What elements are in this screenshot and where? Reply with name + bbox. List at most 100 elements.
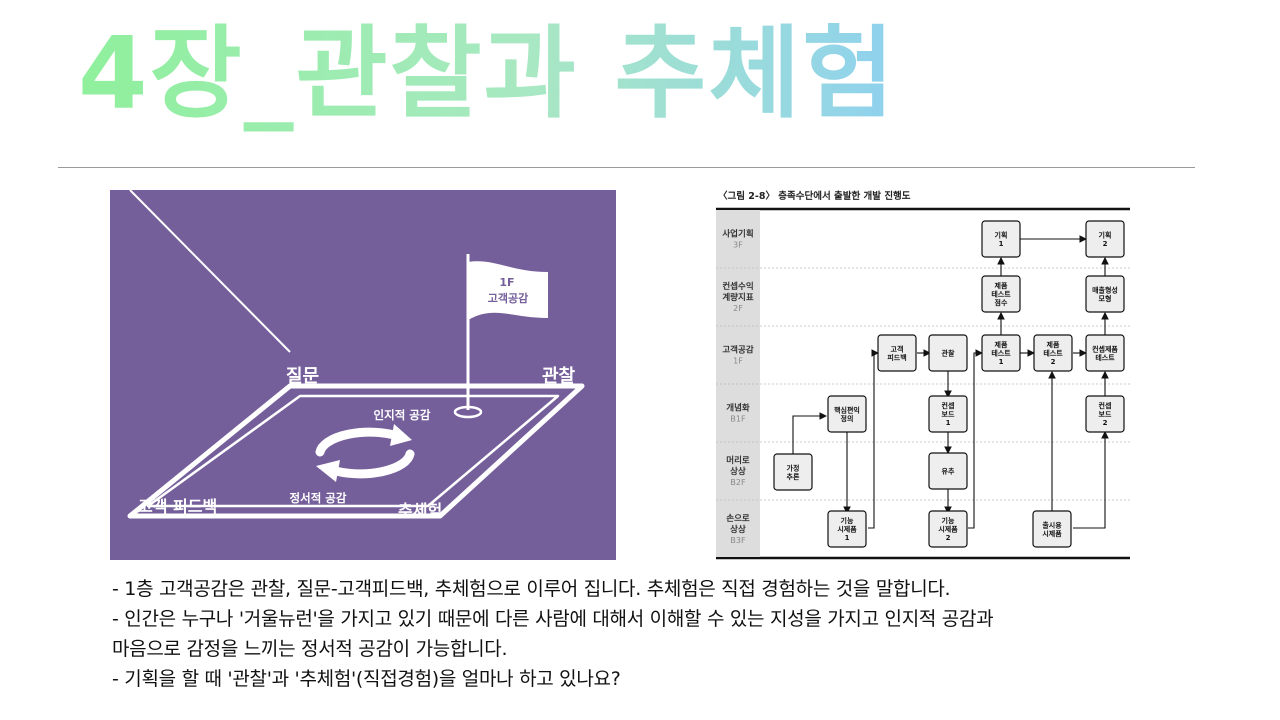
- title-divider: [58, 167, 1195, 168]
- box-product-test2-line-0: 제품: [1047, 340, 1060, 349]
- box-concept-board2-line-1: 보드: [1099, 411, 1112, 419]
- lane-label-column: [716, 210, 760, 557]
- box-concept-board2-line-0: 컨셉: [1099, 401, 1112, 410]
- lane-floor-5: B3F: [730, 536, 746, 545]
- box-sales-model-line-0: 매출형성: [1092, 285, 1118, 294]
- box-plan2-line-1: 2: [1103, 240, 1108, 248]
- box-concept-board1-line-1: 보드: [942, 411, 955, 419]
- customer-empathy-figure: 1F 고객공감 질문 관찰 고객 피드백 추체험 인지적 공감 정서적 공감: [110, 190, 616, 560]
- field-outer-line: [127, 383, 585, 519]
- lane-label-1-1: 계량지표: [722, 292, 753, 303]
- box-hypothesis-line-1: 추론: [787, 472, 800, 481]
- box-prototype1-line-2: 1: [845, 534, 850, 542]
- label-feedback: 고객 피드백: [138, 497, 217, 516]
- box-plan2-line-0: 기획: [1099, 230, 1112, 239]
- box-concept-board2-line-2: 2: [1103, 419, 1108, 427]
- empathy-field-svg: 1F 고객공감 질문 관찰 고객 피드백 추체험 인지적 공감 정서적 공감: [127, 190, 585, 520]
- lane-floor-0: 3F: [733, 241, 743, 250]
- box-prototype2-line-1: 시제품: [938, 525, 958, 534]
- flag: [468, 261, 548, 320]
- box-product-test2-line-1: 테스트: [1043, 349, 1063, 358]
- box-inference: 유추: [928, 452, 968, 490]
- box-product-test-score-line-0: 제품: [995, 281, 1008, 290]
- box-plan2: 기획2: [1085, 220, 1125, 258]
- figure-caption: 〈그림 2-8〉 층족수단에서 출발한 개발 진행도: [718, 190, 911, 202]
- box-hypothesis-line-0: 가정: [787, 463, 800, 472]
- question-line: [129, 190, 291, 353]
- slide-title: 4장_관찰과 추체험: [78, 15, 897, 132]
- lane-floor-3: B1F: [730, 415, 746, 424]
- label-cognitive-empathy: 인지적 공감: [374, 408, 431, 422]
- label-question: 질문: [286, 366, 319, 387]
- box-concept-board1-line-2: 1: [946, 419, 951, 427]
- box-prototype1-line-1: 시제품: [837, 525, 857, 534]
- label-observation: 관찰: [542, 366, 576, 387]
- lane-floor-2: 1F: [733, 357, 743, 366]
- box-plan1-line-0: 기획: [995, 230, 1008, 239]
- box-observation-line-0: 관찰: [942, 349, 955, 358]
- box-product-test2-line-2: 2: [1051, 358, 1056, 366]
- box-launch-prototype-line-0: 출시용: [1042, 520, 1062, 529]
- lane-label-4-1: 상상: [730, 466, 746, 477]
- lane-floor-1: 2F: [733, 304, 743, 313]
- bullet-1: - 1층 고객공감은 관찰, 질문-고객피드백, 추체험으로 이루어 집니다. …: [112, 578, 951, 600]
- label-experience: 추체험: [398, 501, 442, 520]
- box-product-test1-line-0: 제품: [995, 340, 1008, 349]
- box-concept-product-test-line-1: 테스트: [1095, 353, 1115, 362]
- process-boxes: 기획1기획2제품테스트점수매출형성모형고객피드백관찰제품테스트1제품테스트2컨셉…: [773, 220, 1125, 548]
- box-prototype2-line-2: 2: [946, 534, 951, 542]
- box-observation: 관찰: [928, 334, 968, 372]
- lane-label-3-0: 개념화: [726, 403, 750, 414]
- box-plan1-line-1: 1: [999, 240, 1004, 248]
- box-product-test1-line-2: 1: [999, 358, 1004, 366]
- bullet-list: - 1층 고객공감은 관찰, 질문-고객피드백, 추체험으로 이루어 집니다. …: [112, 574, 1192, 694]
- hole-icon: [453, 405, 483, 419]
- box-product-test-score-line-1: 테스트: [991, 290, 1011, 299]
- flag-label-text: 고객공감: [488, 291, 528, 305]
- label-emotional-empathy: 정서적 공감: [290, 491, 347, 505]
- empathy-cycle-icon: [315, 424, 415, 482]
- box-sales-model-line-1: 모형: [1099, 294, 1112, 303]
- bullet-2-continued: 마음으로 감정을 느끼는 정서적 공감이 가능합니다.: [112, 638, 508, 660]
- box-concept-board1-line-0: 컨셉: [942, 401, 955, 410]
- box-product-test1-line-1: 테스트: [991, 349, 1011, 358]
- field-inner-line: [146, 394, 560, 508]
- box-core-idea-line-1: 정의: [841, 414, 854, 423]
- lane-label-5-0: 손으로: [726, 514, 750, 524]
- box-prototype1-line-0: 기능: [841, 516, 854, 525]
- box-inference-line-0: 유추: [942, 467, 955, 476]
- box-product-test-score-line-2: 점수: [995, 298, 1008, 307]
- box-prototype2-line-0: 기능: [942, 516, 955, 525]
- connectors: [792, 235, 1109, 529]
- lane-labels: 사업기획3F컨셉수익계량지표2F고객공감1F개념화B1F머리로상상B2F손으로상…: [722, 229, 753, 546]
- box-customer-feedback-line-0: 고객: [891, 344, 904, 353]
- box-launch-prototype-line-1: 시제품: [1042, 529, 1062, 538]
- lane-floor-4: B2F: [730, 478, 746, 487]
- lane-label-1-0: 컨셉수익: [722, 281, 753, 292]
- lane-label-2-0: 고객공감: [722, 345, 753, 356]
- lane-label-0-0: 사업기획: [722, 229, 753, 240]
- lane-label-4-0: 머리로: [726, 455, 750, 466]
- box-customer-feedback-line-1: 피드백: [887, 353, 906, 362]
- bullet-3: - 기획을 할 때 '관찰'과 '추체험'(직접경험)을 얼마나 하고 있나요?: [112, 668, 621, 690]
- box-plan1: 기획1: [981, 220, 1021, 258]
- flag-label-floor: 1F: [499, 276, 514, 289]
- box-core-idea-line-0: 핵심편익: [834, 405, 860, 414]
- box-concept-product-test-line-0: 컨셉제품: [1092, 344, 1118, 353]
- bullet-2: - 인간은 누구나 '거울뉴런'을 가지고 있기 때문에 다른 사람에 대해서 …: [112, 608, 994, 630]
- box-customer-feedback: 고객피드백: [877, 334, 917, 372]
